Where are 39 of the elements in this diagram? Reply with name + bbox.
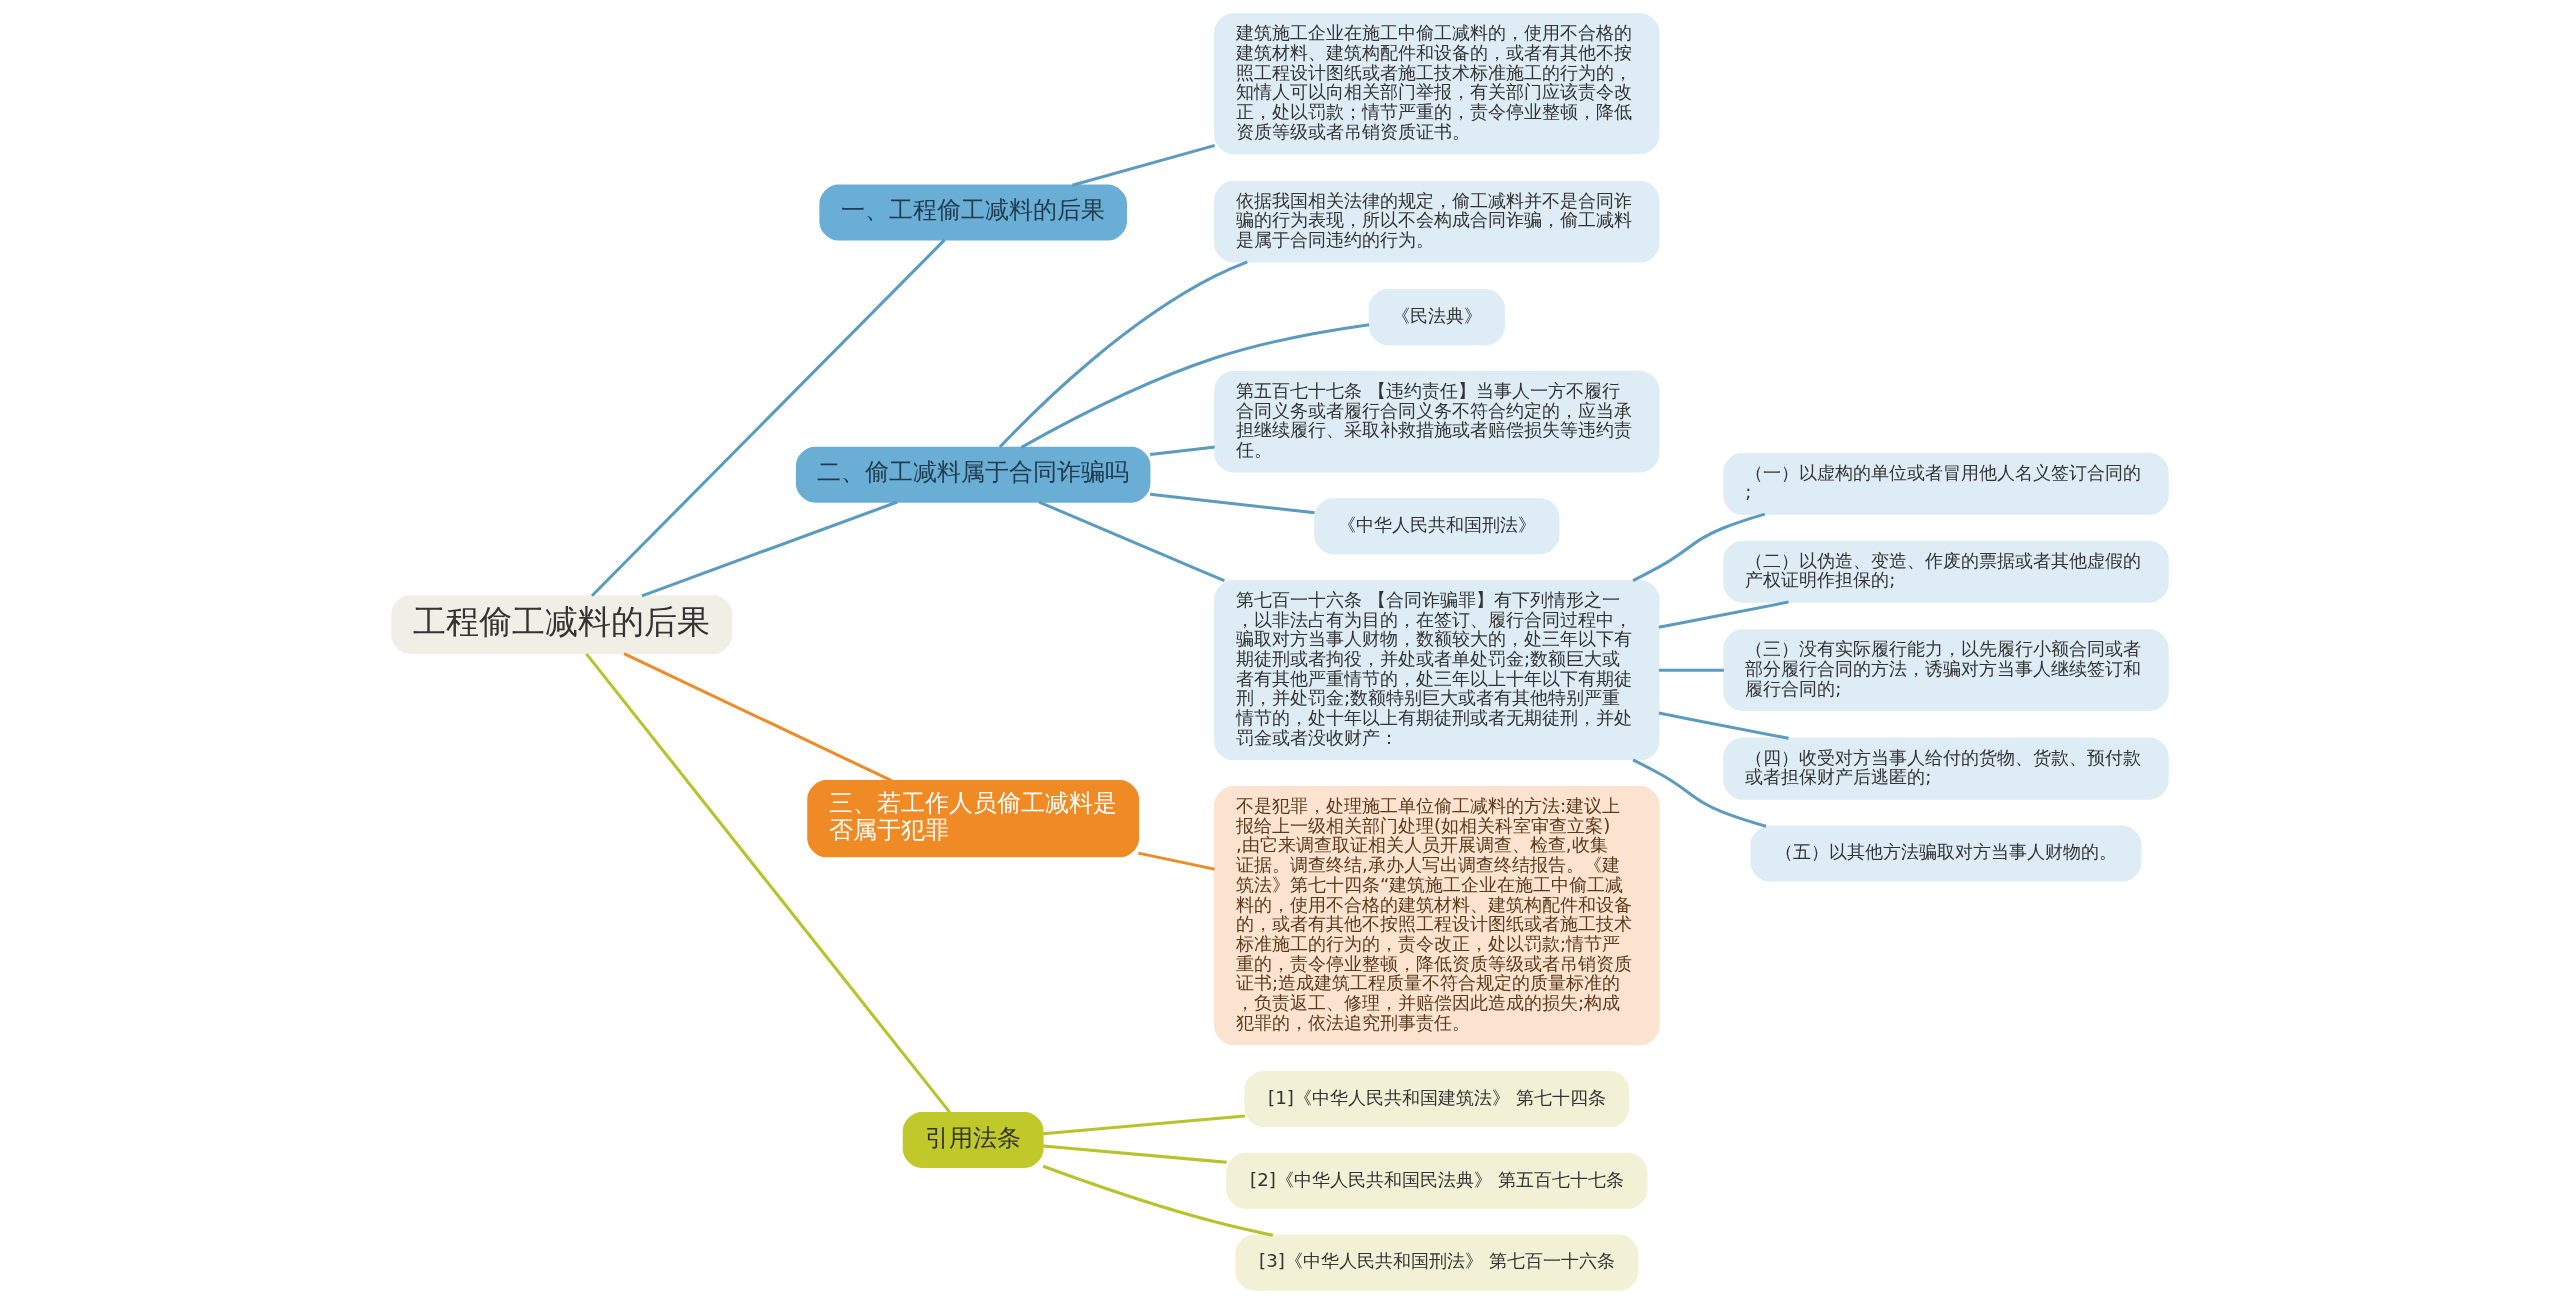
- node-box: （三）没有实际履行能力，以先履行小额合同或者部分履行合同的方法，诱骗对方当事人继续签订和履行合同的;: [1723, 629, 2169, 712]
- node-box: 工程偷工减料的后果: [391, 595, 733, 655]
- connector: [1658, 600, 1789, 629]
- node-box: 一、工程偷工减料的后果: [819, 184, 1127, 241]
- connector: [1632, 758, 1767, 828]
- connector: [998, 260, 1248, 449]
- node-box: 二、偷工减料属于合同诈骗吗: [795, 446, 1151, 503]
- connector: [1149, 492, 1315, 515]
- node-box: （二）以伪造、变造、作废的票据或者其他虚假的产权证明作担保的;: [1723, 540, 2169, 603]
- node-box: 《中华人民共和国刑法》: [1314, 498, 1560, 555]
- connector: [1043, 1114, 1246, 1136]
- node-box: 三、若工作人员偷工减料是否属于犯罪: [807, 780, 1140, 858]
- node-box: （一）以虚构的单位或者冒用他人名义签订合同的;: [1723, 452, 2169, 515]
- connector: [1658, 711, 1789, 740]
- node-box: 第七百一十六条 【合同诈骗罪】有下列情形之一，以非法占有为目的，在签订、履行合同过程中，骗取对方当事人财物，数额较大的，处三年以下有期徒刑或者拘役，并处或者单处罚金;数额巨大或者有其他严重情节的，处三年以上十年以下有期徒刑，并处罚金;数额特别巨大或者有其他特别严重情节的，处十年以上有期徒刑或者无期徒刑，并处罚金或者没收财产：: [1214, 580, 1660, 761]
- connector: [1043, 1144, 1227, 1164]
- connector: [1020, 323, 1370, 449]
- node-box: 依据我国相关法律的规定，偷工减料并不是合同诈骗的行为表现，所以不会构成合同诈骗，偷工减料是属于合同违约的行为。: [1214, 180, 1660, 263]
- node-box: （四）收受对方当事人给付的货物、货款、预付款或者担保财产后逃匿的;: [1723, 737, 2169, 800]
- connector: [641, 500, 898, 598]
- node-box: [1]《中华人民共和国建筑法》 第七十四条: [1244, 1070, 1630, 1128]
- connector: [1658, 668, 1724, 672]
- connector: [1632, 512, 1766, 582]
- node-box: 《民法典》: [1368, 289, 1505, 346]
- connector: [1042, 1164, 1274, 1237]
- node-box: 第五百七十七条 【违约责任】当事人一方不履行合同义务或者履行合同义务不符合约定的，应当承担继续履行、采取补救措施或者赔偿损失等违约责任。: [1214, 370, 1660, 473]
- connector: [585, 652, 951, 1114]
- connector: [1138, 851, 1215, 871]
- node-box: 建筑施工企业在施工中偷工减料的，使用不合格的建筑材料、建筑构配件和设备的，或者有其他不按照工程设计图纸或者施工技术标准施工的行为的，知情人可以向相关部门举报，有关部门应该责令改正，处以罚款；情节严重的，责令停业整顿，降低资质等级或者吊销资质证书。: [1214, 13, 1660, 155]
- node-box: （五）以其他方法骗取对方当事人财物的。: [1750, 825, 2142, 882]
- connector: [1071, 144, 1215, 187]
- node-box: [3]《中华人民共和国刑法》 第七百一十六条: [1235, 1234, 1639, 1291]
- node-box: 不是犯罪，处理施工单位偷工减料的方法:建议上报给上一级相关部门处理(如相关科室审查立案),由它来调查取证相关人员开展调查、检查,收集证据。调查终结,承办人写出调查终结报告。《建筑法》第七十四条“建筑施工企业在施工中偷工减料的，使用不合格的建筑材料、建筑构配件和设备的，或者有其他不按照工程设计图纸或者施工技术标准施工的行为的，责令改正，处以罚款;情节严重的，责令停业整顿，降低资质等级或者吊销资质证书;造成建筑工程质量不符合规定的质量标准的，负责返工、修理，并赔偿因此造成的损失;构成犯罪的，依法追究刑事责任。: [1214, 786, 1660, 1046]
- node-box: 引用法条: [902, 1111, 1044, 1168]
- connector: [590, 238, 946, 597]
- connector: [623, 652, 893, 783]
- connector: [1149, 445, 1215, 457]
- connector: [1038, 500, 1225, 583]
- node-box: [2]《中华人民共和国民法典》 第五百七十七条: [1226, 1152, 1648, 1209]
